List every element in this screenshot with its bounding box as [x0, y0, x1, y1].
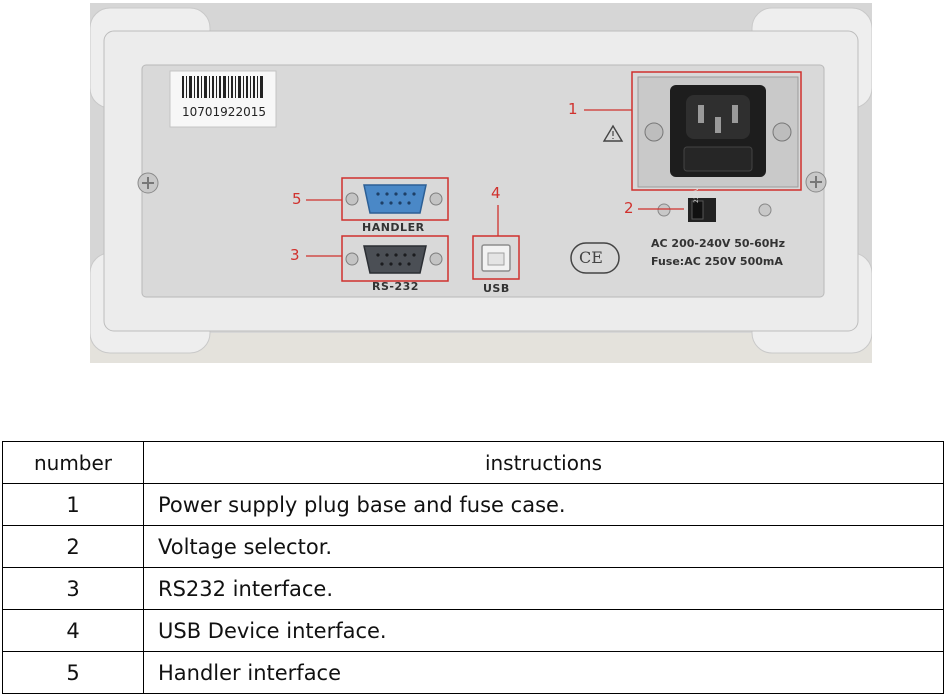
inlet-screw-left: [644, 122, 664, 142]
instructions-table: number instructions 1 Power supply plug …: [2, 441, 944, 694]
row-number: 1: [2, 483, 144, 526]
callout-number-5: 5: [292, 190, 302, 208]
callout-number-4: 4: [491, 184, 501, 202]
rs232-connector: [363, 245, 427, 274]
ce-mark-frame: [570, 242, 620, 274]
row-instruction: Voltage selector.: [143, 525, 944, 568]
handler-connector: [363, 184, 427, 214]
row-number: 3: [2, 567, 144, 610]
callout-number-1: 1: [568, 100, 578, 118]
spec-line-fuse: Fuse:AC 250V 500mA: [651, 255, 783, 268]
rs232-label: RS-232: [372, 280, 419, 293]
table-row: 1 Power supply plug base and fuse case.: [2, 483, 944, 526]
voltage-selector-mark: 220V: [693, 187, 700, 203]
callout-box-5: [341, 177, 449, 221]
fuse-case: [683, 146, 753, 172]
row-number: 2: [2, 525, 144, 568]
row-instruction: Power supply plug base and fuse case.: [143, 483, 944, 526]
row-number: 5: [2, 651, 144, 694]
row-instruction: USB Device interface.: [143, 609, 944, 652]
warning-icon: [602, 124, 624, 142]
rear-panel-photo: 10701922015 1 2 3 4 5 HANDLER RS-232 USB…: [90, 3, 872, 363]
table-row: 4 USB Device interface.: [2, 609, 944, 652]
table-row: 2 Voltage selector.: [2, 525, 944, 568]
callout-box-1: [631, 71, 802, 191]
table-row: 5 Handler interface: [2, 651, 944, 694]
row-instruction: Handler interface: [143, 651, 944, 694]
table-row: 3 RS232 interface.: [2, 567, 944, 610]
row-instruction: RS232 interface.: [143, 567, 944, 610]
callout-number-3: 3: [290, 246, 300, 264]
spec-line-voltage: AC 200-240V 50-60Hz: [651, 237, 786, 250]
row-number: 4: [2, 609, 144, 652]
callout-number-2: 2: [624, 199, 634, 217]
header-number: number: [2, 441, 144, 484]
header-instructions: instructions: [143, 441, 944, 484]
handler-label: HANDLER: [362, 221, 425, 234]
callout-box-3: [341, 235, 449, 282]
callout-box-4: [472, 235, 520, 280]
barcode-number: 10701922015: [182, 105, 266, 119]
table-header-row: number instructions: [2, 441, 944, 484]
barcode-bars: [182, 76, 263, 98]
rear-panel-drawing: [90, 3, 872, 363]
ce-mark: CE: [579, 248, 603, 267]
inlet-screw-right: [772, 122, 792, 142]
usb-label: USB: [483, 282, 510, 295]
